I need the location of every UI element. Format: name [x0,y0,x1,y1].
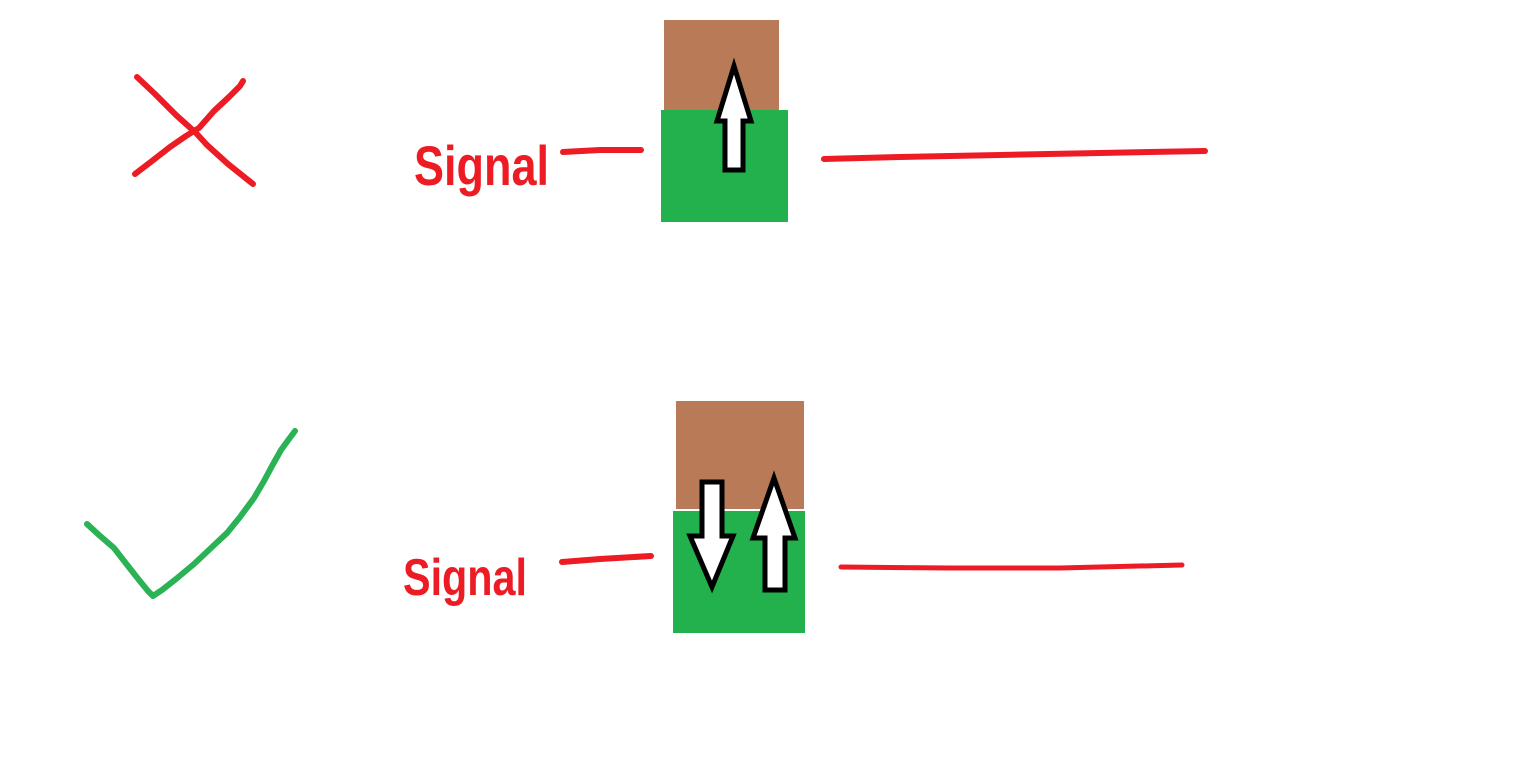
checkmark-icon [84,428,298,599]
down-arrow-icon [686,479,737,594]
signal-pointer-line-left [560,147,644,155]
signal-label: Signal [403,549,527,607]
up-arrow-icon [749,470,799,593]
rejected-row: Signal [132,20,1208,222]
signal-pointer-line-right [821,148,1208,162]
signal-pointer-line-left [559,553,654,565]
brown-block [676,401,804,509]
x-mark-stroke-2 [132,78,246,177]
x-mark-icon [132,74,256,187]
signal-pointer-line-right [838,562,1185,571]
approved-row: Signal [84,401,1185,633]
signal-label: Signal [414,134,549,197]
up-arrow-icon [713,57,755,173]
brown-block [664,20,779,110]
